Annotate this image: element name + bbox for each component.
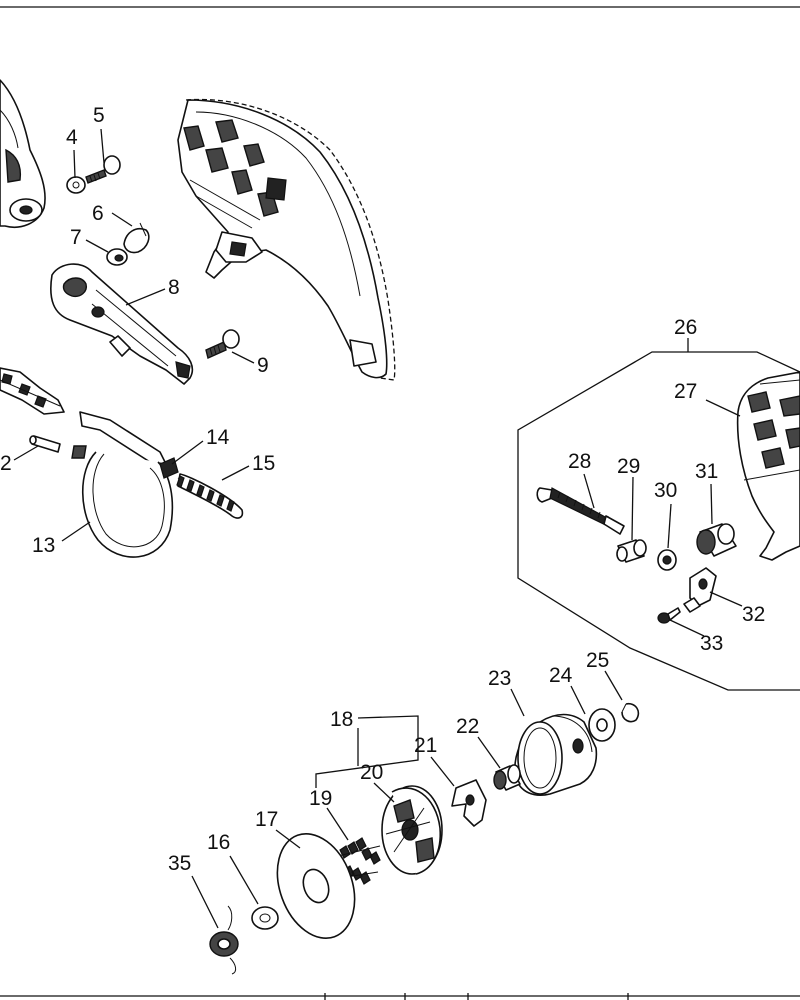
- shoe-part-21: [451, 779, 487, 827]
- label-part-17: 17: [255, 808, 278, 831]
- label-part-22: 22: [456, 715, 479, 738]
- clutch-hub-part-20: [381, 785, 443, 875]
- label-part-20: 20: [360, 761, 383, 784]
- nut-part-30: [657, 549, 677, 571]
- label-part-5: 5: [93, 104, 105, 127]
- label-part-9: 9: [257, 354, 269, 377]
- label-part-30: 30: [654, 479, 677, 502]
- brake-band-part-13: [71, 411, 174, 558]
- label-part-32: 32: [742, 603, 765, 626]
- label-part-19: 19: [309, 787, 332, 810]
- cover-part-27: [736, 371, 800, 561]
- label-part-8: 8: [168, 276, 180, 299]
- label-part-33: 33: [700, 632, 723, 655]
- bolt-part-5: [85, 155, 121, 184]
- springs-part-19: [337, 837, 381, 885]
- label-part-6: 6: [92, 202, 104, 225]
- screw-part-9: [205, 329, 240, 359]
- clutch-drum-part-23: [514, 713, 598, 796]
- label-part-4: 4: [66, 126, 78, 149]
- label-part-28: 28: [568, 450, 591, 473]
- bearing-part-22: [493, 764, 521, 791]
- plate-part-32: [683, 567, 717, 613]
- label-part-35: 35: [168, 852, 191, 875]
- label-part-29: 29: [617, 455, 640, 478]
- label-part-16: 16: [207, 831, 230, 854]
- clutch-cover: [177, 98, 396, 381]
- screw-part-33: [657, 607, 681, 624]
- label-part-18: 18: [330, 708, 353, 731]
- label-part-23: 23: [488, 667, 511, 690]
- washer-part-16: [251, 906, 279, 930]
- kit-outline-part-26: [517, 351, 800, 691]
- pin-part-12: [29, 435, 61, 453]
- washer-part-24: [588, 708, 616, 742]
- label-part-12: 2: [0, 452, 12, 475]
- label-part-21: 21: [414, 734, 437, 757]
- label-part-31: 31: [695, 460, 718, 483]
- spring-part-15: [176, 473, 244, 519]
- label-part-13: 13: [32, 534, 55, 557]
- clip-part-25: [621, 702, 640, 723]
- housing-fragment: [0, 79, 46, 228]
- plate-part-17: [276, 832, 356, 940]
- label-part-14: 14: [206, 426, 230, 449]
- bracket-part-8: [50, 263, 194, 385]
- spring-part-35: [209, 905, 239, 975]
- part-labels: 4 5 6 7 8 9 2 13 14 15 16 17 18 19 20 21…: [0, 104, 765, 875]
- washer-part-4: [66, 176, 86, 194]
- label-part-27: 27: [674, 380, 697, 403]
- screw-part-28: [536, 487, 625, 535]
- bushing-part-7: [106, 248, 128, 266]
- label-part-25: 25: [586, 649, 609, 672]
- label-part-24: 24: [549, 664, 573, 687]
- label-part-26: 26: [674, 316, 697, 339]
- saw-chain-fragment: [0, 367, 65, 415]
- sleeve-part-29: [616, 539, 647, 563]
- label-part-15: 15: [252, 452, 275, 475]
- page-frame: [0, 6, 800, 1000]
- adjuster-part-31: [696, 523, 737, 557]
- clip-part-6: [123, 222, 150, 254]
- label-part-7: 7: [70, 226, 82, 249]
- leader-lines: [13, 128, 743, 929]
